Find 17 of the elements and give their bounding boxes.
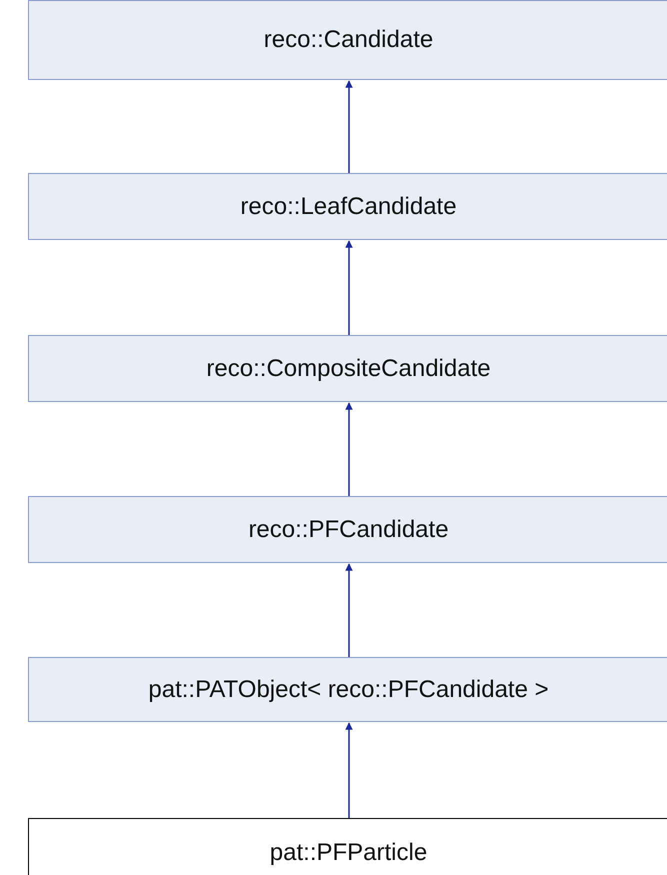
class-name: reco::CompositeCandidate [206, 354, 492, 382]
class-box [28, 818, 667, 875]
class-box [28, 0, 667, 80]
inheritance-arrow [345, 722, 353, 818]
class-name: reco::LeafCandidate [240, 192, 458, 220]
class-box [28, 335, 667, 402]
class-box [28, 657, 667, 722]
class-box [28, 496, 667, 563]
class-box [28, 173, 667, 240]
class-name: reco::Candidate [264, 26, 434, 54]
inheritance-arrow [345, 402, 353, 496]
class-name: pat::PFParticle [270, 839, 428, 867]
inheritance-arrow [345, 563, 353, 657]
class-name: reco::PFCandidate [248, 516, 450, 544]
inheritance-arrow [345, 240, 353, 335]
class-name: pat::PATObject< reco::PFCandidate > [148, 676, 550, 704]
inheritance-arrow [345, 80, 353, 173]
